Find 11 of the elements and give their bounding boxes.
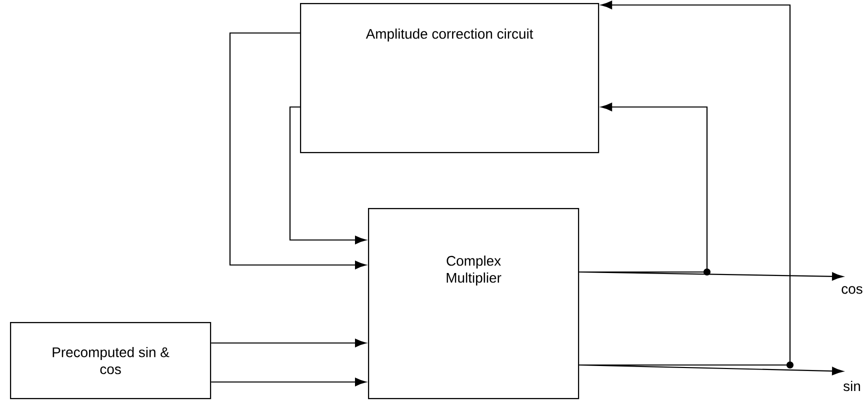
- process-box: Complex Multiplier: [368, 208, 580, 400]
- process-box: Precomputed sin & cos: [10, 322, 212, 400]
- arrow: [211, 378, 366, 386]
- process-box: Amplitude correction circuit: [300, 3, 600, 154]
- arrow: [211, 338, 366, 348]
- arrow: [289, 106, 366, 244]
- arrow: [579, 0, 791, 366]
- arrow: [229, 32, 366, 270]
- output-label: cos: [842, 286, 862, 294]
- arrow: [579, 102, 708, 273]
- output-label: sin: [843, 380, 860, 392]
